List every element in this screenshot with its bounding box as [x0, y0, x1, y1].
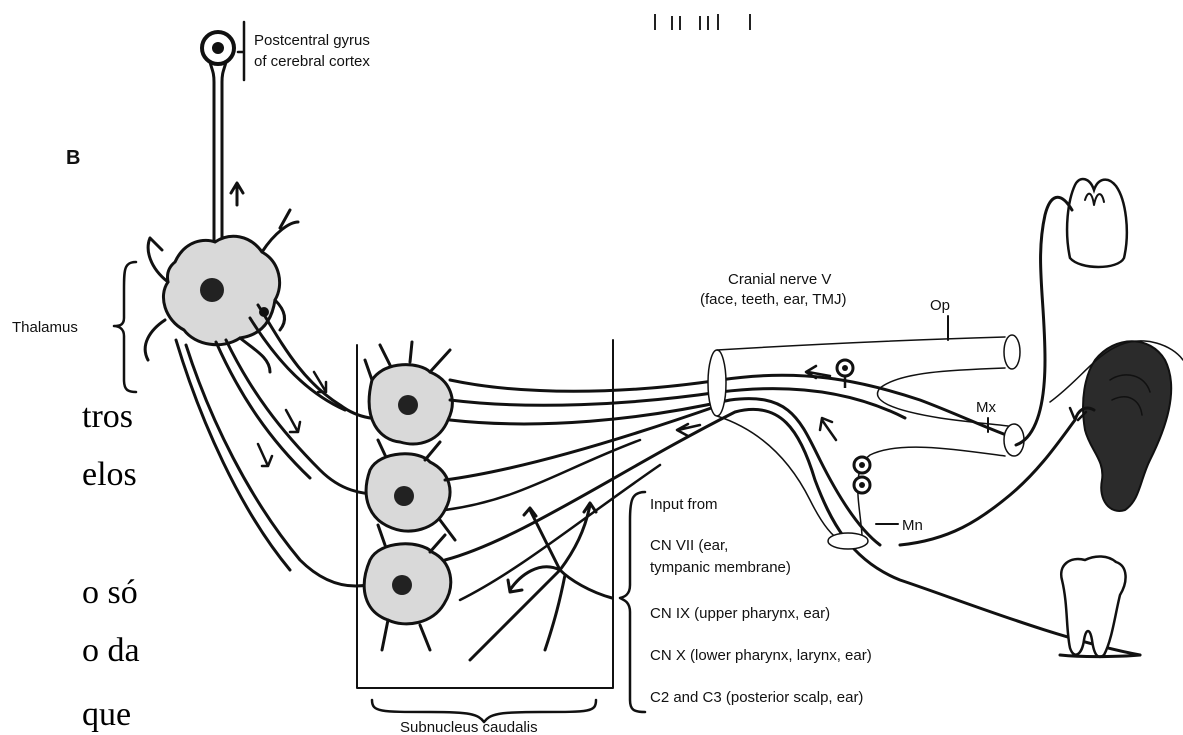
- cortex-bracket: [238, 22, 244, 80]
- arrow-up-icon: [231, 183, 243, 205]
- label-cn5-line1: Cranial nerve V: [728, 271, 831, 288]
- label-cn7-line1: CN VII (ear,: [650, 537, 728, 554]
- lower-tooth: [1060, 556, 1140, 656]
- label-cn5-line2: (face, teeth, ear, TMJ): [700, 291, 846, 308]
- arrow-icon: [820, 418, 836, 440]
- label-op: Op: [930, 297, 950, 314]
- top-fragment-marks: [655, 14, 750, 30]
- input-bracket: [620, 492, 645, 712]
- label-cortex-line2: of cerebral cortex: [254, 53, 370, 70]
- label-mn: Mn: [902, 517, 923, 534]
- label-cn10: CN X (lower pharynx, larynx, ear): [650, 647, 872, 664]
- ascending-tracts: [176, 305, 395, 586]
- arrow-icon: [258, 444, 272, 466]
- cortex-neuron: [202, 32, 234, 240]
- label-thalamus: Thalamus: [12, 319, 78, 336]
- arrow-icon: [286, 410, 300, 432]
- label-mx: Mx: [976, 399, 996, 416]
- label-c2c3: C2 and C3 (posterior scalp, ear): [650, 689, 863, 706]
- cranial-nerve-v-branches: [708, 335, 1024, 549]
- caudalis-neuron-lower: [364, 525, 451, 650]
- label-cn7-line2: tympanic membrane): [650, 559, 791, 576]
- arrow-left-icon: [677, 424, 700, 436]
- label-input-title: Input from: [650, 496, 718, 513]
- panel-letter: B: [66, 147, 80, 169]
- caudalis-neuron-upper: [365, 342, 452, 444]
- label-cn9: CN IX (upper pharynx, ear): [650, 605, 830, 622]
- label-subnucleus: Subnucleus caudalis: [400, 719, 538, 735]
- label-cortex-line1: Postcentral gyrus: [254, 32, 370, 49]
- thalamus-bracket: [114, 262, 136, 392]
